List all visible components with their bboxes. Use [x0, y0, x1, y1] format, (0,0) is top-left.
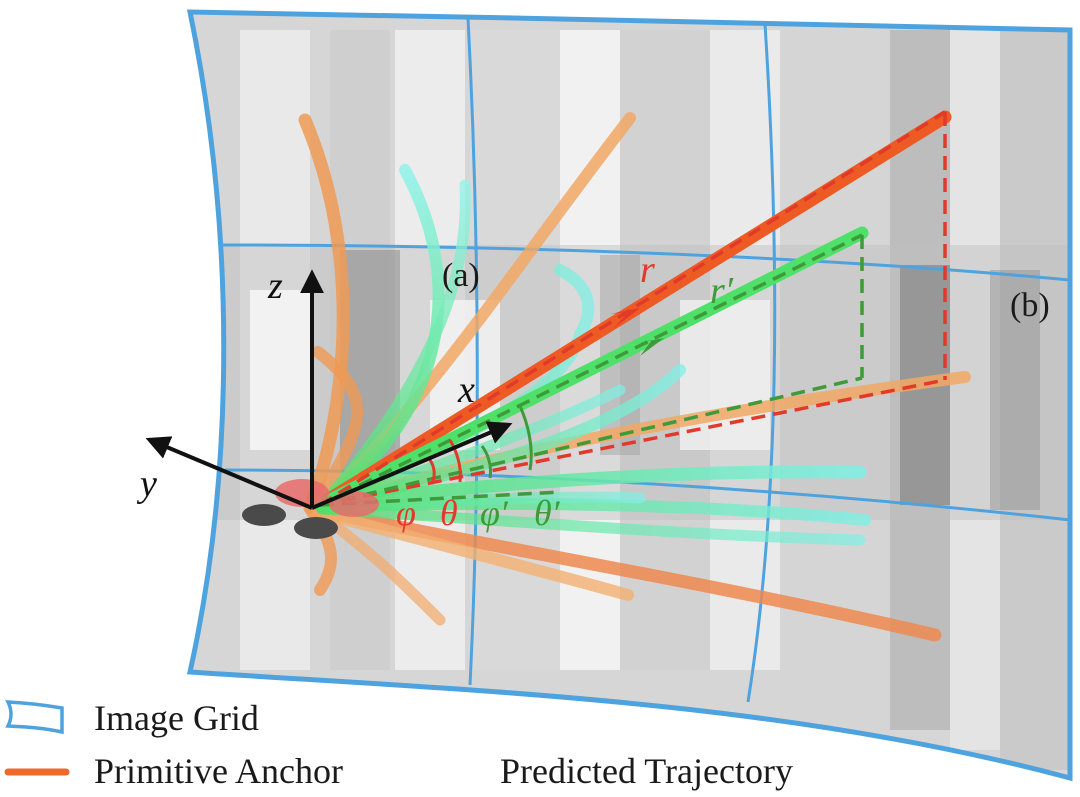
axis-y-line: [145, 436, 313, 510]
vehicle: [242, 479, 379, 539]
vehicle-wheel: [242, 504, 286, 526]
legend-primitive-anchor-label: Primitive Anchor: [94, 751, 343, 791]
axis-x-line: [311, 421, 513, 510]
legend-predicted-trajectory: Predicted Trajectory: [426, 751, 793, 791]
legend-predicted-trajectory-label: Predicted Trajectory: [500, 751, 793, 791]
label-phi-prime: φ′: [480, 493, 509, 533]
label-axis-x: x: [457, 369, 475, 411]
anchor-curve: [312, 506, 634, 601]
label-theta-prime: θ′: [534, 493, 561, 533]
label-theta: θ: [440, 493, 458, 533]
angle-arc-theta-prime: [518, 405, 533, 471]
legend: Image Grid Primitive Anchor Predicted Tr…: [4, 698, 793, 791]
legend-primitive-anchor: Primitive Anchor: [4, 751, 343, 791]
label-phi: φ: [396, 493, 416, 533]
label-r-prime: r′: [710, 270, 734, 312]
label-axis-y: y: [136, 463, 157, 505]
angle-arc-theta: [448, 439, 462, 483]
r-arrowhead: [610, 308, 640, 328]
angle-arc-phi: [428, 459, 436, 485]
dashed-construction: [319, 110, 947, 507]
label-region-a: (a): [442, 257, 480, 294]
trajectory-curve: [315, 465, 867, 512]
coordinate-axes: [145, 269, 513, 510]
dashed-pred-ground: [319, 376, 863, 507]
vehicle-wheel: [294, 517, 338, 539]
dashed-anchor-r: [319, 110, 946, 507]
anchor-curve: [298, 113, 350, 515]
r-prime-arrowhead: [634, 338, 664, 356]
legend-grid-swatch: [5, 700, 64, 735]
trajectory-curve: [316, 179, 471, 511]
label-r: r: [640, 249, 655, 291]
dashed-pred-r: [319, 233, 863, 507]
dashed-anchor-ground: [319, 378, 946, 507]
vehicle-body: [329, 491, 379, 517]
trajectory-curve: [316, 503, 866, 546]
label-region-b: (b): [1010, 287, 1050, 324]
legend-image-grid-label: Image Grid: [94, 698, 259, 738]
anchor-curve: [309, 346, 364, 512]
angle-arc-phi-prime: [480, 445, 492, 479]
label-axis-z: z: [267, 265, 283, 307]
angle-arcs: [428, 405, 533, 485]
grid-border: [186, 9, 1073, 782]
legend-image-grid: Image Grid: [5, 698, 259, 738]
dashed-baseline: [319, 490, 561, 507]
